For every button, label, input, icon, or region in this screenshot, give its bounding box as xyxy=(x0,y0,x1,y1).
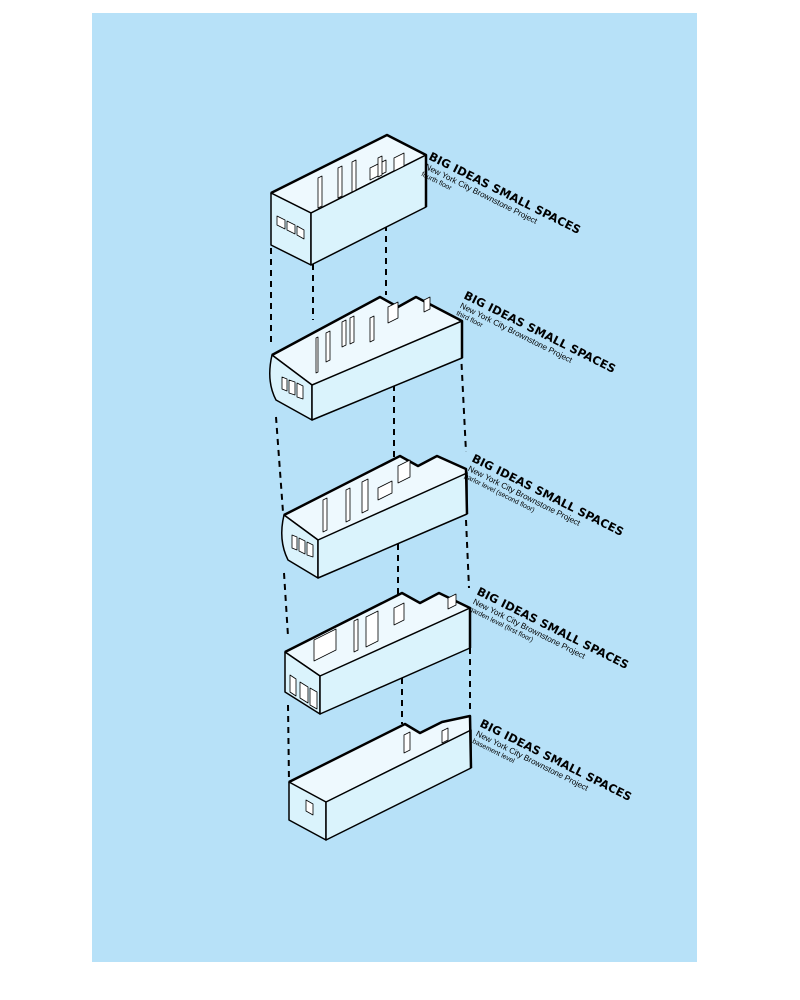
exploded-axonometric-diagram: BIG IDEAS SMALL SPACES New York City Bro… xyxy=(92,13,697,962)
poster-background: BIG IDEAS SMALL SPACES New York City Bro… xyxy=(92,13,697,962)
fourth-floor-model xyxy=(270,133,428,266)
parlor-floor-model xyxy=(281,454,469,579)
alignment-dashes xyxy=(270,225,471,783)
garden-floor-model xyxy=(284,591,472,715)
basement-floor-model xyxy=(288,714,473,841)
third-floor-model xyxy=(269,295,464,421)
